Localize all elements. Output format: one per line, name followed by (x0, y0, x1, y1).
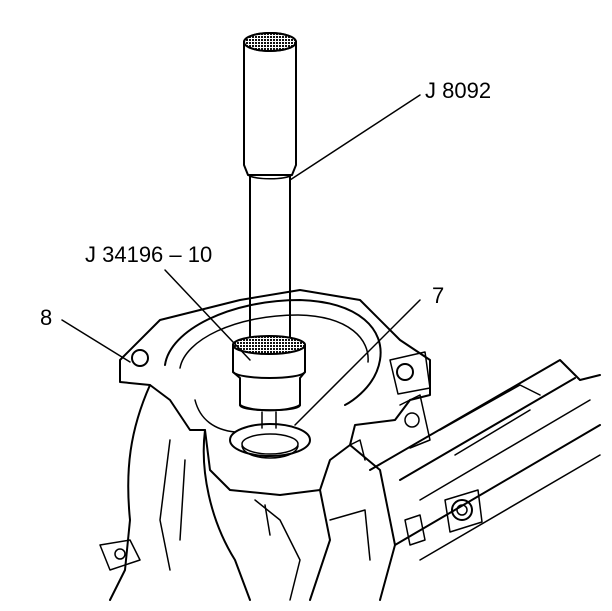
label-j34196-10: J 34196 – 10 (85, 242, 212, 267)
leader-8 (61, 319, 131, 363)
leader-j34196 (164, 269, 251, 361)
label-8: 8 (40, 305, 52, 330)
leader-j8092 (289, 94, 421, 181)
label-7: 7 (432, 283, 444, 308)
transmission-housing (99, 289, 601, 601)
leader-7 (294, 299, 421, 426)
seal-installer-tool (232, 335, 306, 429)
leader-lines (61, 94, 421, 426)
label-j8092: J 8092 (425, 78, 491, 103)
